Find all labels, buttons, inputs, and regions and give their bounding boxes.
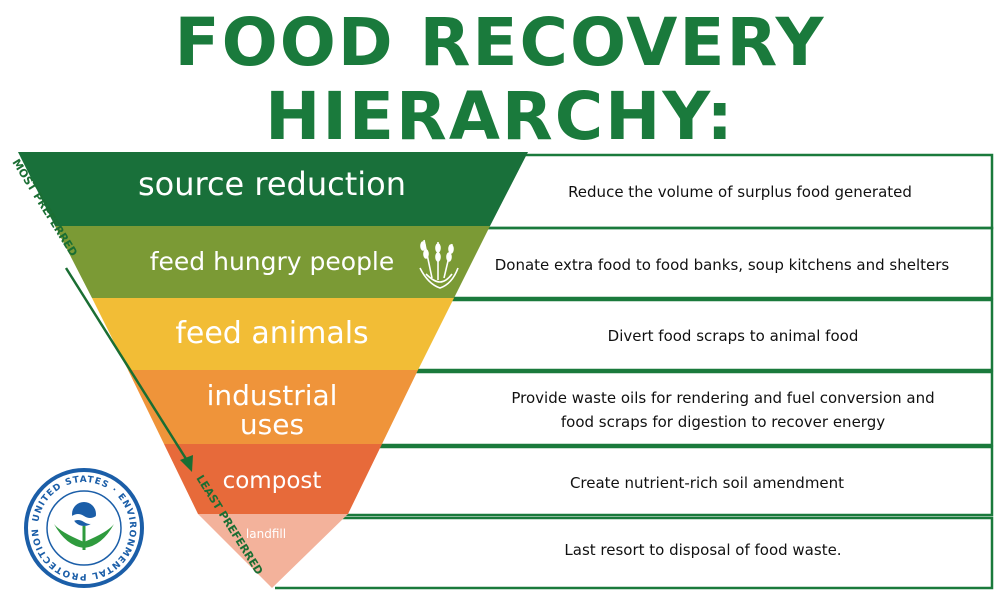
tier-industrial-uses [128,370,418,444]
description-boxes [275,153,994,590]
tier-label-feed-animals: feed animals [175,316,368,351]
description-industrial-uses-line-2: food scraps for digestion to recover ene… [561,413,885,431]
tier-feed-animals [92,298,454,370]
tier-label-feed-hungry-people: feed hungry people [150,247,395,276]
tier-source-reduction [18,152,528,226]
epa-seal-icon: UNITED STATES · ENVIRONMENTAL PROTECTION… [24,468,144,588]
arrow-down-icon [180,455,193,472]
description-box-4 [350,370,994,447]
description-landfill: Last resort to disposal of food waste. [564,541,841,559]
description-box-2 [420,226,994,300]
description-box-6 [275,516,994,590]
preference-arrow [64,267,193,472]
tier-label-industrial: industrial [207,379,338,412]
description-compost: Create nutrient-rich soil amendment [570,474,844,492]
wheat-in-hands-icon [419,239,459,289]
description-industrial-uses-line-1: Provide waste oils for rendering and fue… [511,389,934,407]
title-line-1: FOOD RECOVERY [174,4,826,81]
description-feed-hungry-people: Donate extra food to food banks, soup ki… [495,256,950,274]
description-box-3 [385,298,994,372]
tier-landfill [198,514,348,588]
pyramid [18,152,528,588]
tier-label-uses: uses [240,408,304,441]
description-source-reduction: Reduce the volume of surplus food genera… [568,183,912,201]
description-feed-animals: Divert food scraps to animal food [608,327,859,345]
tier-label-source-reduction: source reduction [138,165,406,203]
tier-label-landfill: landfill [246,527,286,541]
tier-feed-hungry-people [55,226,490,298]
title-line-2: HIERARCHY: [265,78,735,155]
tier-label-compost: compost [223,468,322,494]
description-box-5 [315,445,994,517]
tier-compost [164,444,382,514]
